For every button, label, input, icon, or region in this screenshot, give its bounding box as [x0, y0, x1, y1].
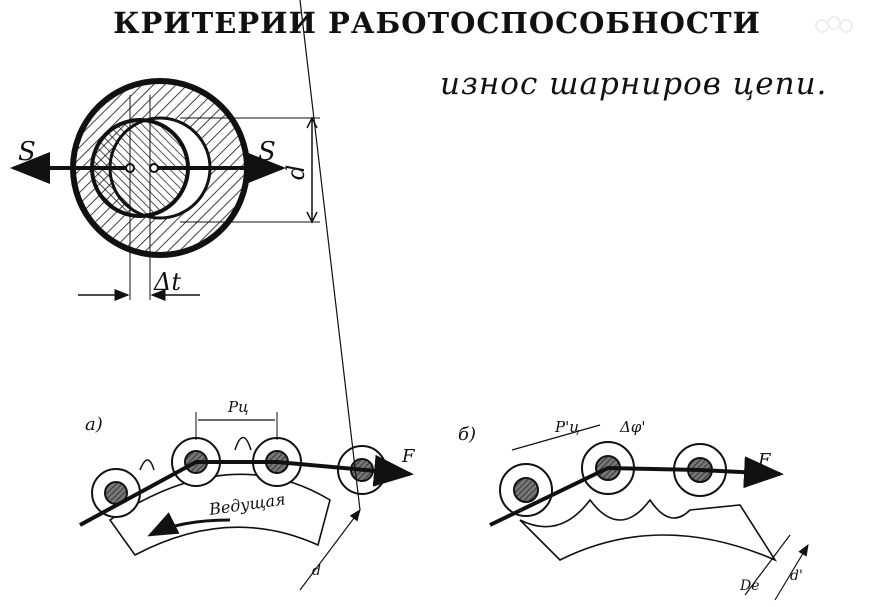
pitch-label: P'ц: [554, 418, 580, 436]
figure-b-worn-chain: б) P'ц Δφ' F Dе d': [458, 418, 809, 601]
figure-b-label: б): [458, 424, 476, 445]
page-subtitle: износ шарниров цепи.: [440, 66, 828, 102]
force-label: F: [757, 450, 772, 471]
wear-label: Δt: [153, 268, 181, 296]
diameter-label: d: [282, 165, 310, 180]
force-label: F: [401, 446, 416, 467]
figure-a-label: а): [85, 414, 103, 435]
force-label-left: S: [18, 137, 36, 167]
diameter-label: d': [790, 568, 803, 584]
angle-label: Δφ': [619, 418, 645, 436]
outer-diameter-label: Dе: [739, 578, 760, 594]
direction-label: Ведущая: [207, 489, 287, 519]
pitch-label: Pц: [227, 398, 249, 416]
force-label-right: S: [258, 137, 276, 167]
joint-wear-figure: S S d Δt: [10, 78, 320, 301]
page-title: КРИТЕРИИ РАБОТОСПОСОБНОСТИ: [113, 6, 761, 40]
diameter-label: d: [312, 563, 321, 579]
chain-logo-icon: [815, 16, 853, 33]
